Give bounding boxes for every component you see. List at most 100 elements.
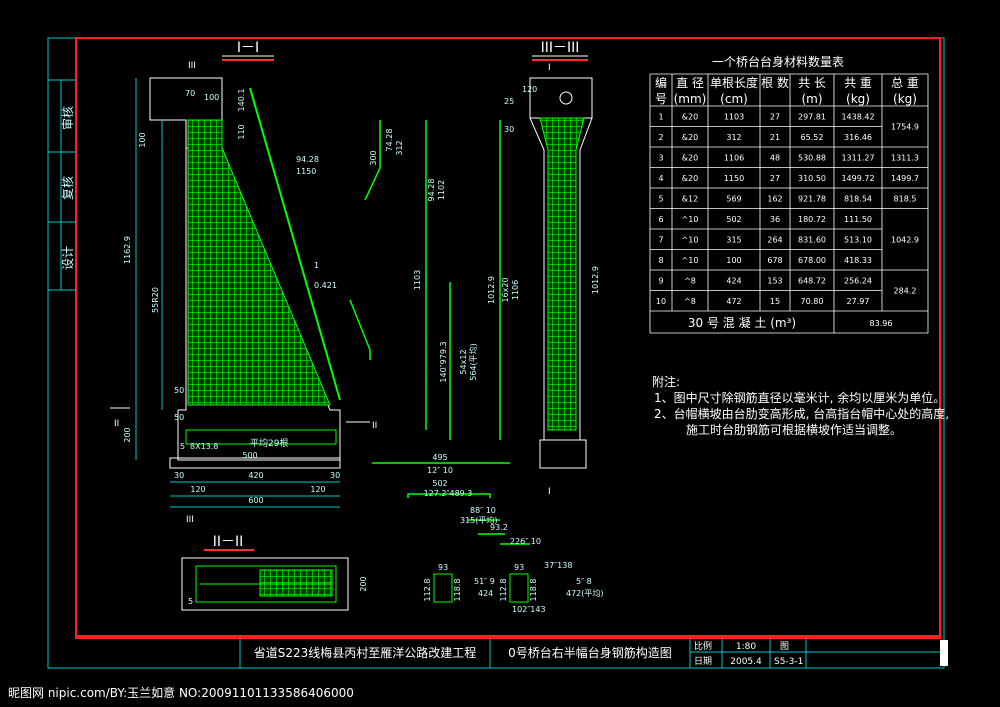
rebar-mesh-3: [539, 117, 585, 431]
dim-50a: 50: [174, 386, 184, 395]
table-header-cell: 号: [655, 92, 667, 106]
table-cell: 502: [726, 215, 741, 224]
dim-100a: 100: [204, 93, 219, 102]
table-cell: 21: [770, 133, 780, 142]
concrete-label: 30 号 混 凝 土 (m³): [688, 315, 796, 330]
dim-b9: 102″143: [512, 605, 546, 614]
material-table: 一个桥台台身材料数量表 编直 径单根长度根 数共 长共 重总 重号(mm)(cm…: [649, 54, 929, 334]
table-cell: 9: [658, 276, 663, 285]
table-cell: 1499.72: [841, 174, 874, 183]
dim-140: 140.1: [237, 89, 246, 112]
table-cell: ^8: [684, 297, 696, 306]
dim-a9: 54x12: [459, 349, 468, 374]
fig-label: 图: [780, 641, 789, 652]
table-cell: 1311.27: [841, 153, 874, 162]
dim-120a: 120: [190, 485, 205, 494]
section-title-3: III－III: [541, 40, 580, 56]
table-cell: 162: [767, 194, 782, 203]
side-label-design: 设计: [61, 246, 75, 270]
title-block: 省道S223线梅县丙村至雁洋公路改建工程 0号桥台右半幅台身钢筋构造图 比例 1…: [76, 635, 948, 668]
notes-line-2: 2、台帽横坡由台肋变高形成, 台高指台帽中心处的高度,: [654, 406, 949, 421]
dim-55r20: 55R20: [151, 287, 160, 313]
table-cell: 818.5: [894, 194, 917, 203]
dim-1150: 1150: [296, 167, 316, 176]
table-title: 一个桥台台身材料数量表: [712, 54, 844, 69]
table-cell: 472: [726, 297, 741, 306]
rebar-mesh-1: [187, 119, 331, 406]
dim-a13: 16x20: [501, 277, 510, 302]
table-cell: 1106: [724, 153, 744, 162]
table-header-cell: (m): [801, 92, 822, 106]
notes: 附注: 1、图中尺寸除钢筋直径以毫米计, 余均以厘米为单位。 2、台帽横坡由台肋…: [652, 374, 949, 437]
date-label: 日期: [694, 656, 712, 667]
dim-30a: 30: [174, 471, 184, 480]
dim-a15: 12″ 10: [427, 466, 453, 475]
marker-iii-top: III: [188, 61, 196, 71]
table-cell: &20: [682, 112, 698, 121]
notes-line-1: 1、图中尺寸除钢筋直径以毫米计, 余均以厘米为单位。: [654, 390, 945, 405]
table-cell: &20: [682, 174, 698, 183]
table-cell: 1042.9: [891, 235, 919, 244]
marker-ii-left: II: [114, 419, 119, 429]
table-cell: 678.00: [798, 256, 826, 265]
dim-70: 70: [185, 89, 195, 98]
table-cell: 70.80: [801, 297, 824, 306]
table-cell: 316.46: [844, 133, 872, 142]
section-1-1: I－I 1162.9 55R20 100 200 70 100 140.1 11…: [110, 40, 377, 525]
stirrup-details: 93 112.8 118.8 51″ 9 424 93 112.8 118.8 …: [423, 561, 604, 614]
table-cell: 8: [658, 256, 663, 265]
project-name: 省道S223线梅县丙村至雁洋公路改建工程: [254, 645, 477, 660]
table-cell: 256.24: [844, 276, 872, 285]
table-cell: ^10: [682, 256, 699, 265]
table-cell: 831.60: [798, 235, 826, 244]
table-header-cell: 编: [655, 75, 667, 90]
dim-a1: 300: [369, 150, 378, 165]
dim-1: 1: [314, 261, 319, 270]
notes-title: 附注:: [652, 374, 680, 389]
table-cell: 648.72: [798, 276, 826, 285]
marker-ii-right: II: [372, 421, 377, 431]
dim-5: 5: [180, 442, 185, 451]
table-cell: 6: [658, 215, 663, 224]
scale-label: 比例: [694, 640, 712, 652]
table-cell: 424: [726, 276, 741, 285]
table-cell: 4: [658, 174, 663, 183]
table-header-cell: 共 长: [798, 76, 826, 90]
dim-1162: 1162.9: [123, 236, 132, 264]
table-cell: ^10: [682, 235, 699, 244]
dim-b3: 118.8: [453, 579, 462, 602]
table-header-cell: (kg): [846, 92, 870, 106]
dim-a22: 120: [522, 85, 537, 94]
table-cell: 315: [726, 235, 741, 244]
table-cell: 513.10: [844, 235, 872, 244]
table-header-cell: 直 径: [676, 76, 704, 90]
table-cell: 1754.9: [891, 123, 919, 132]
dim-a20: 93.2: [490, 523, 508, 532]
table-cell: 530.88: [798, 153, 826, 162]
dim-a21: 226″ 10: [510, 537, 541, 546]
dim-a8: 140″979.3: [439, 341, 448, 382]
dim-420: 420: [248, 471, 263, 480]
dim-a4: 1103: [413, 270, 422, 290]
side-label-review: 审核: [60, 106, 75, 130]
table-cell: 111.50: [844, 215, 872, 224]
dim-30b: 30: [330, 471, 340, 480]
table-cell: 15: [770, 297, 780, 306]
table-cell: 7: [658, 235, 663, 244]
table-header-cell: 总 重: [891, 76, 919, 90]
dim-120b: 120: [310, 485, 325, 494]
dim-a18: 88″ 10: [470, 506, 496, 515]
drawing-number: S5-3-1: [774, 657, 803, 667]
table-cell: 312: [726, 133, 741, 142]
inner-frame: [75, 37, 941, 639]
table-header-cell: 共 重: [844, 76, 872, 90]
table-cell: 1: [658, 112, 663, 121]
table-cell: 1499.7: [891, 174, 919, 183]
dim-a11: 1012.9: [487, 276, 496, 304]
table-cell: 1103: [724, 112, 744, 121]
dim-b12: 472(平均): [566, 588, 604, 598]
table-header-cell: (mm): [674, 92, 707, 106]
scale-value: 1:80: [736, 642, 756, 652]
dim-a23: 25: [504, 97, 514, 106]
